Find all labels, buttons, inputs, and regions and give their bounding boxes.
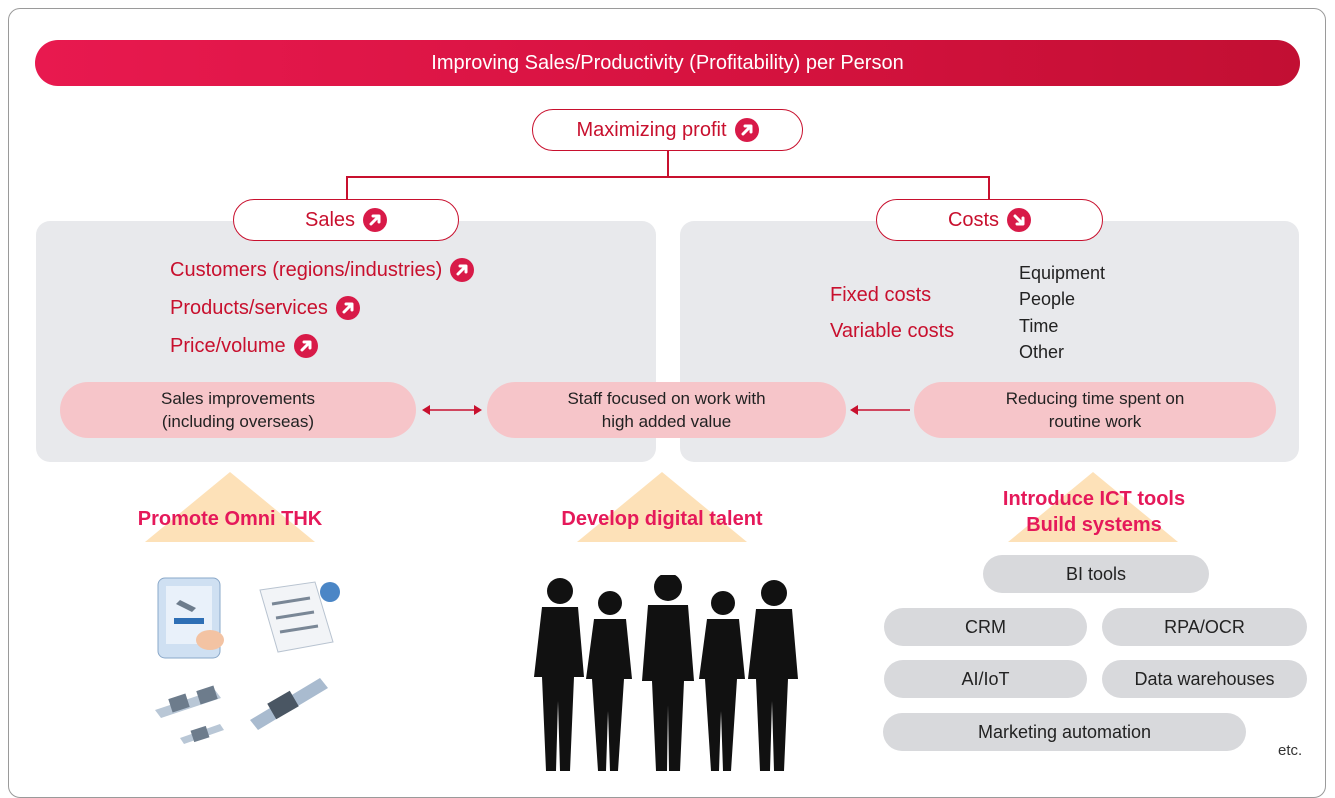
reduce-routine-box: Reducing time spent on routine work xyxy=(914,382,1276,438)
left-arrow-icon xyxy=(850,405,910,415)
omni-thk-illustration xyxy=(155,577,340,744)
arrow-up-right-icon xyxy=(363,208,388,232)
initiative-omni-thk: Promote Omni THK xyxy=(137,508,323,530)
sales-label: Sales xyxy=(304,208,356,231)
footnote-etc: etc. xyxy=(1278,742,1303,759)
costs-variable: Variable costs xyxy=(830,320,955,342)
staff-focus-box: Staff focused on work with high added va… xyxy=(487,382,846,438)
sales-improvements-box: Sales improvements (including overseas) xyxy=(60,382,416,438)
people-silhouettes-icon xyxy=(534,575,798,771)
tool-bi-tools: BI tools xyxy=(983,555,1209,593)
tool-marketing-automation: Marketing automation xyxy=(883,713,1246,751)
tool-rpa-ocr: RPA/OCR xyxy=(1102,608,1307,646)
initiative-ict-tools: Introduce ICT tools Build systems xyxy=(1002,488,1186,536)
sales-item-customers: Customers (regions/industries) xyxy=(170,258,475,282)
beam-right xyxy=(1008,472,1178,542)
resource-people: People xyxy=(1019,289,1076,309)
resource-time: Time xyxy=(1019,316,1059,336)
maximizing-profit-label: Maximizing profit xyxy=(576,118,727,141)
costs-label: Costs xyxy=(947,208,1000,231)
tool-data-warehouses: Data warehouses xyxy=(1102,660,1307,698)
connector-left xyxy=(346,176,348,200)
arrow-up-right-icon xyxy=(450,258,475,282)
tablet-icon xyxy=(157,577,224,659)
connector-right xyxy=(988,176,990,200)
arrow-up-right-icon xyxy=(734,118,759,142)
arrow-up-right-icon xyxy=(293,334,318,358)
resource-other: Other xyxy=(1019,342,1065,362)
maximizing-profit-node: Maximizing profit xyxy=(532,109,803,151)
beam-left xyxy=(145,472,315,542)
arrow-down-right-icon xyxy=(1007,208,1032,232)
banner-title: Improving Sales/Productivity (Profitabil… xyxy=(431,51,904,74)
header-banner: Improving Sales/Productivity (Profitabil… xyxy=(35,40,1300,86)
connector-vertical xyxy=(667,151,669,176)
arrow-up-right-icon xyxy=(335,296,360,320)
costs-fixed: Fixed costs xyxy=(830,284,932,306)
tool-crm: CRM xyxy=(884,608,1087,646)
tool-ai-iot: AI/IoT xyxy=(884,660,1087,698)
sales-item-products: Products/services xyxy=(170,296,360,320)
sales-node: Sales xyxy=(233,199,459,241)
linear-guide-icon xyxy=(155,678,328,744)
sales-item-price: Price/volume xyxy=(170,334,318,358)
costs-node: Costs xyxy=(876,199,1103,241)
initiative-digital-talent: Develop digital talent xyxy=(561,508,763,530)
resource-equipment: Equipment xyxy=(1019,263,1106,283)
connector-horizontal xyxy=(346,176,989,178)
beam-center xyxy=(577,472,747,542)
double-arrow-icon xyxy=(422,405,482,415)
catalog-icon xyxy=(259,581,340,653)
